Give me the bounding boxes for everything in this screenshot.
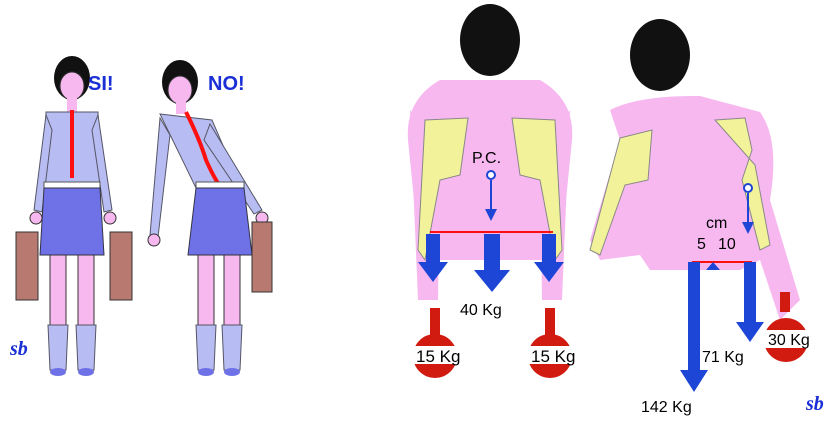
label-carry-weight: 30 Kg — [768, 332, 810, 349]
label-unit-cm: cm — [706, 215, 727, 232]
label-dist-a: 5 — [697, 236, 706, 253]
label-right-weight: 15 Kg — [531, 347, 575, 366]
label-dist-b: 10 — [718, 236, 736, 253]
label-spine-force: 142 Kg — [641, 399, 692, 416]
suitcase-left — [16, 232, 38, 300]
skirt — [188, 188, 252, 255]
label-wrong: NO! — [208, 73, 245, 95]
head — [630, 19, 690, 91]
suitcase — [252, 222, 272, 292]
signature-left: sb — [9, 338, 28, 360]
signature-right: sb — [805, 393, 824, 415]
center-of-gravity — [487, 171, 495, 179]
label-left-weight: 15 Kg — [416, 347, 460, 366]
back-view-balanced — [408, 4, 572, 378]
center-of-gravity — [744, 184, 752, 192]
head — [460, 4, 520, 76]
woman-wrong-posture — [148, 60, 272, 376]
skirt — [40, 188, 104, 255]
label-correct: SI! — [88, 73, 114, 95]
label-total-weight: 40 Kg — [460, 302, 502, 319]
suitcase-right — [110, 232, 132, 300]
woman-correct-posture — [16, 56, 132, 376]
shirt — [160, 114, 240, 188]
label-center-gravity: P.C. — [472, 150, 501, 167]
force-arrow-spine — [680, 262, 708, 392]
label-side-force: 71 Kg — [702, 349, 744, 366]
force-arrow-side — [736, 262, 764, 342]
